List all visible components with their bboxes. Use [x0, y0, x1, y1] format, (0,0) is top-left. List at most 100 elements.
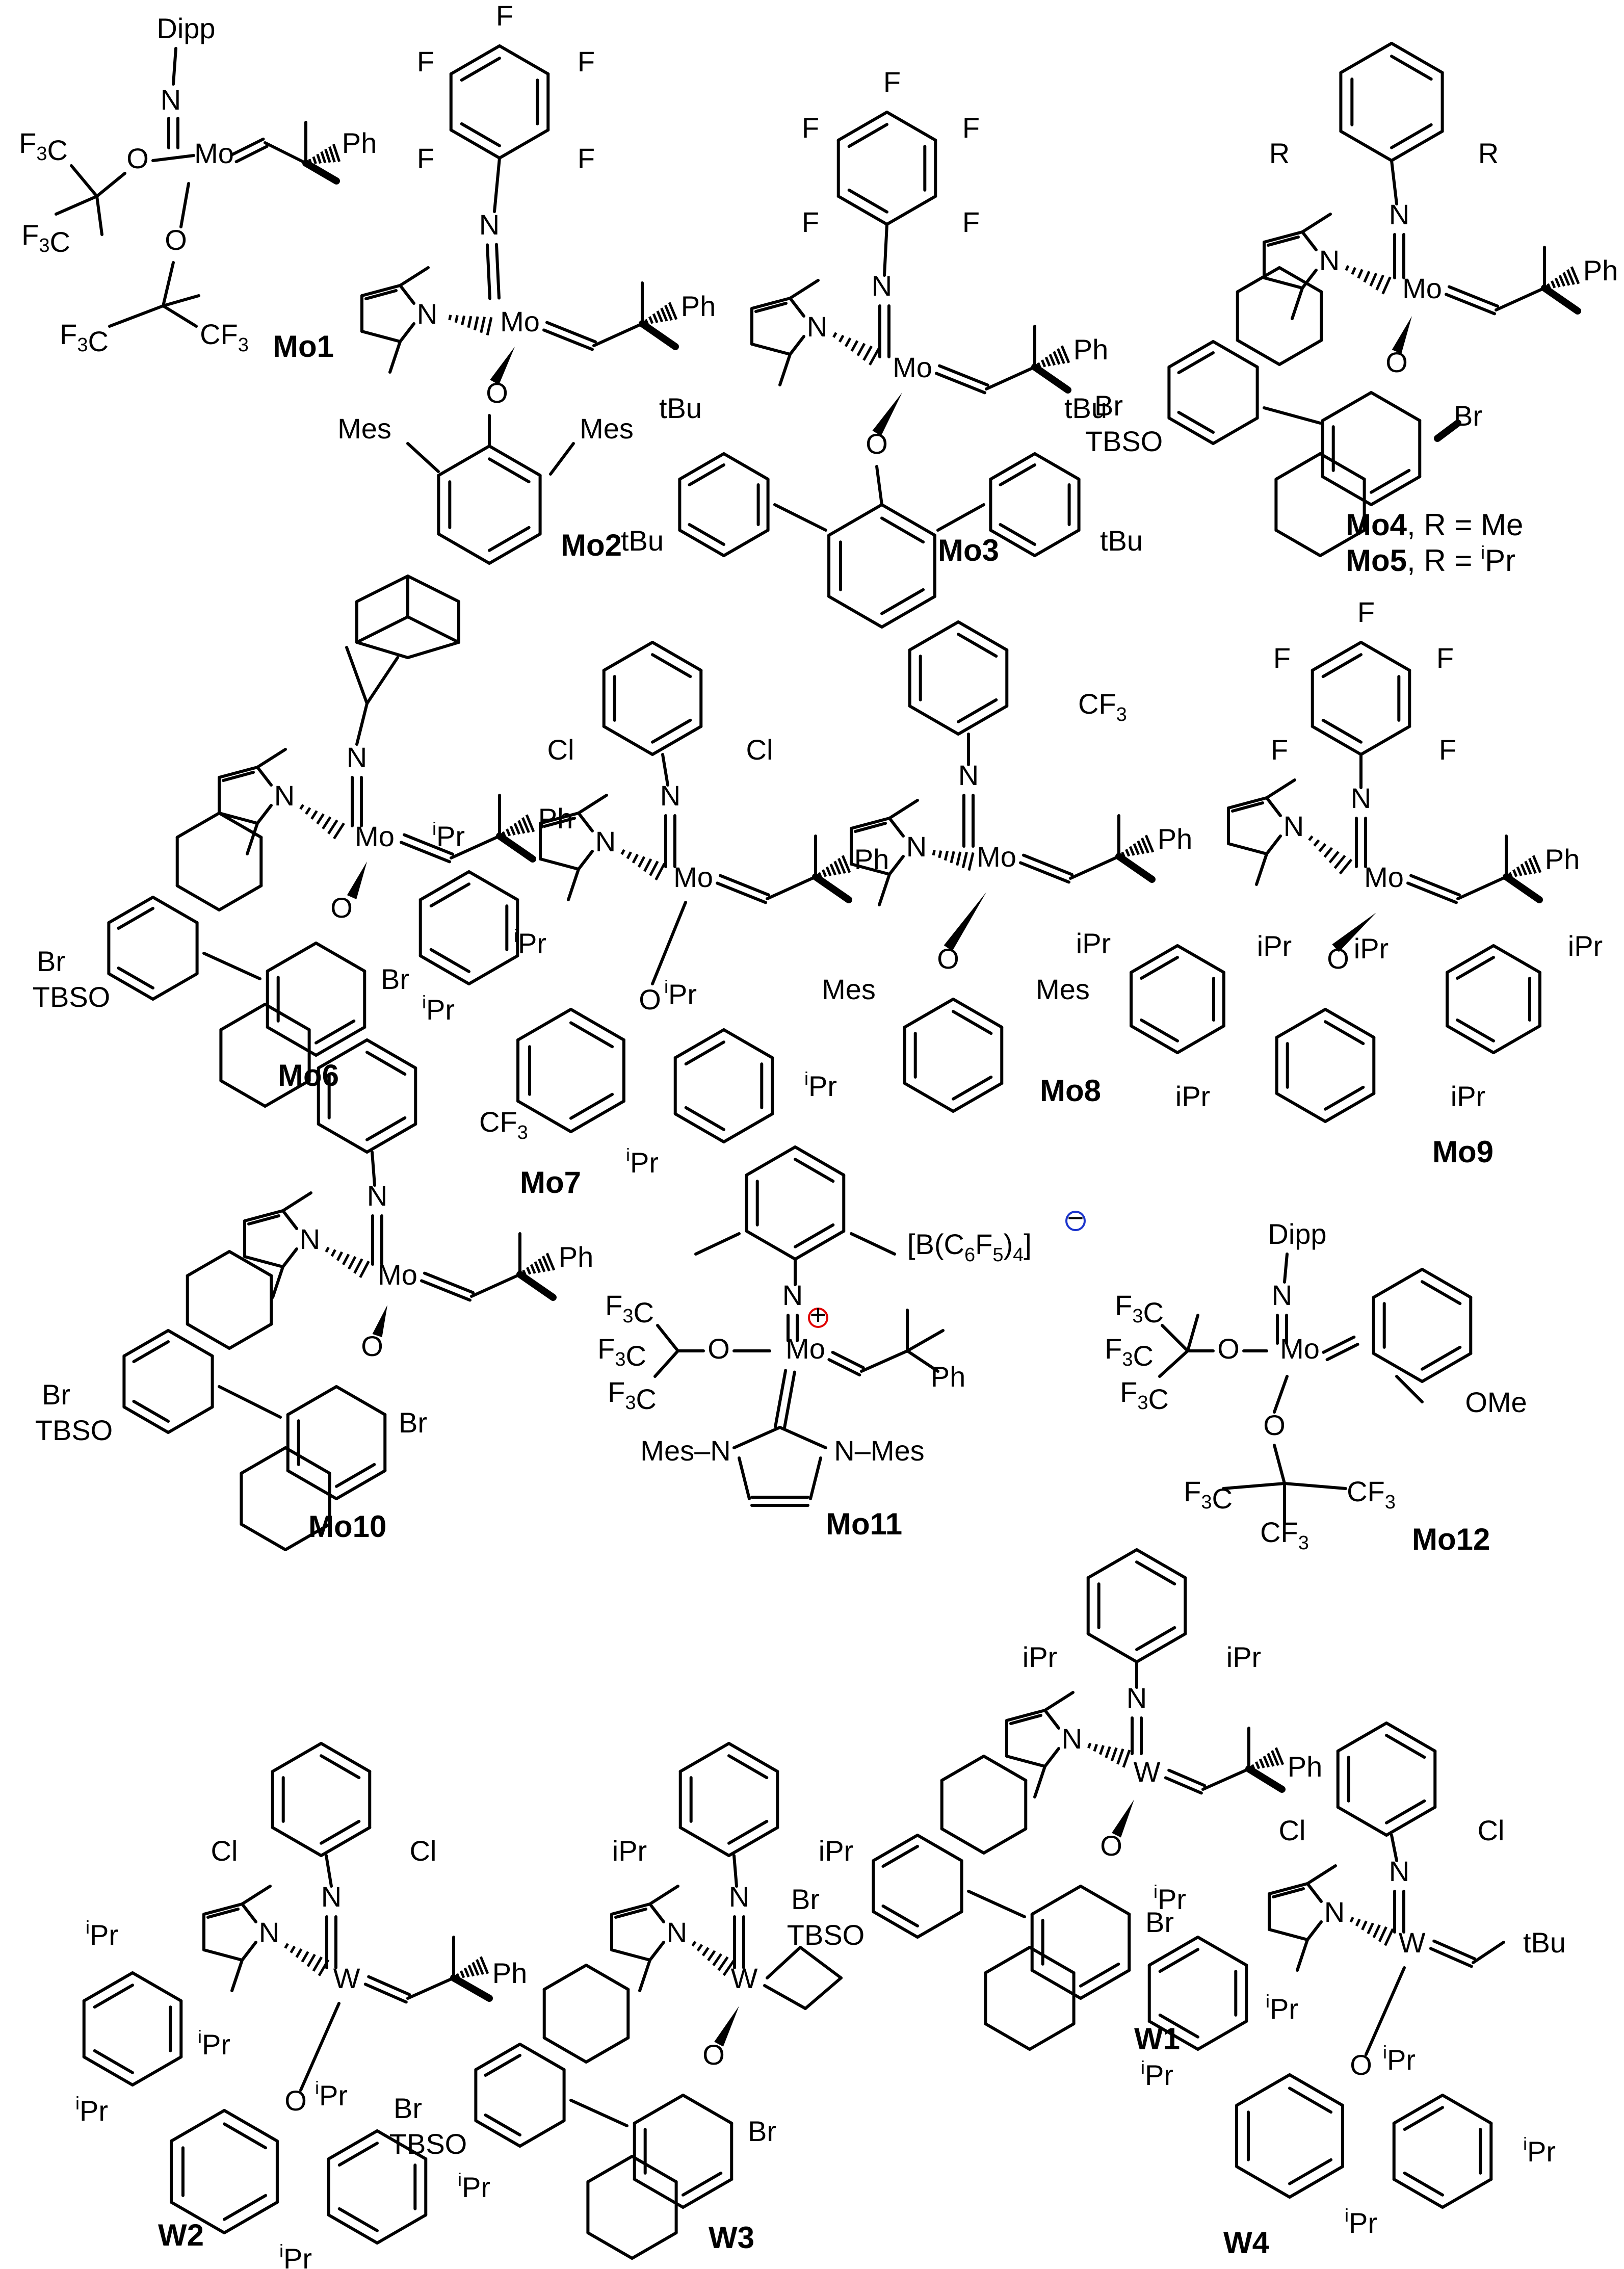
bond-154	[1390, 55, 1433, 81]
bond-757	[763, 1984, 807, 2010]
atom-label: tBu	[659, 392, 702, 424]
wedge-bond-116	[872, 393, 902, 436]
f: F	[1115, 1289, 1132, 1321]
atom-label: F	[1273, 642, 1291, 674]
bond-452	[1140, 956, 1179, 980]
bond-739	[610, 1902, 651, 1916]
bond-517	[122, 1329, 170, 1358]
bond-350	[957, 698, 998, 723]
bond-181	[1554, 277, 1561, 288]
bond-183	[1562, 272, 1570, 286]
bond-63	[668, 302, 678, 320]
atom-label: TBSO	[787, 1919, 865, 1951]
cf3-group: CF3	[479, 1106, 528, 1143]
label-part: CF	[1260, 1516, 1298, 1548]
bond-341	[673, 1112, 725, 1143]
bond-119	[827, 595, 883, 629]
bond-187	[1370, 475, 1422, 506]
compound-id: W3	[709, 2221, 754, 2255]
bond-344	[673, 1028, 725, 1059]
bond-715	[131, 1971, 183, 2002]
label-part: i	[75, 2093, 80, 2114]
bond-81	[836, 111, 888, 142]
bond-298	[577, 850, 594, 871]
label-part: tBu	[621, 525, 664, 557]
atom-label: W	[1134, 1756, 1161, 1788]
anion-charge-circle	[1065, 1211, 1086, 1231]
bond-62	[664, 304, 673, 321]
bond-46	[454, 315, 459, 323]
bond-451	[1130, 944, 1179, 974]
bond-319	[837, 857, 846, 874]
bond-137	[1033, 529, 1081, 557]
bond-354	[908, 620, 960, 651]
bond-784	[586, 2155, 634, 2183]
bond-173	[1381, 276, 1392, 295]
bond-164	[1267, 236, 1300, 247]
bond-706	[223, 2109, 279, 2143]
bond-677	[206, 1908, 240, 1919]
label-part: Dipp	[1268, 1218, 1326, 1250]
bond-96	[778, 353, 792, 386]
label-part: N	[807, 310, 827, 343]
label-part: Cl	[410, 1835, 437, 1867]
bond-496	[516, 1271, 557, 1301]
atom-label: Br	[1145, 1906, 1174, 1938]
bond-222	[355, 702, 369, 746]
atom-label: F	[962, 112, 980, 144]
label-part: TBSO	[389, 2128, 467, 2160]
bond-619	[1167, 1768, 1207, 1787]
label-part: Mo	[785, 1333, 825, 1365]
bond-843	[1441, 2094, 1493, 2125]
label-part: Cl	[746, 734, 773, 766]
label-part: N	[595, 825, 616, 857]
bond-432	[1516, 866, 1523, 876]
label-part: Pr	[808, 1070, 837, 1102]
bond-518	[132, 1340, 170, 1363]
bond-400	[1321, 718, 1363, 744]
bond-345	[684, 1040, 725, 1066]
c-letter: C	[1148, 1383, 1168, 1415]
bond-171	[1369, 273, 1378, 287]
bond-688	[367, 1975, 411, 1996]
bond-266	[117, 907, 154, 930]
bond-276	[219, 1079, 267, 1108]
bond-113	[1053, 351, 1061, 365]
bond-267	[151, 896, 199, 924]
compound-label-Mo8: Mo8	[1040, 1074, 1101, 1108]
bond-235	[310, 810, 318, 820]
label-part: Cl	[1279, 1814, 1306, 1846]
atom-label: tBu	[621, 525, 664, 557]
atom-label: Mes–N	[640, 1435, 730, 1467]
label-part: Br	[37, 945, 65, 977]
bond-485	[325, 1246, 330, 1253]
atom-label: Ph	[559, 1241, 594, 1273]
atom-label: Mo	[378, 1259, 417, 1291]
bond-396	[952, 1010, 993, 1035]
bond-543	[694, 1232, 741, 1256]
atom-label: Cl	[746, 734, 773, 766]
bond-161	[1263, 276, 1304, 290]
bond-383	[1129, 846, 1135, 856]
label-part: W	[1399, 1926, 1426, 1959]
bond-662	[271, 1826, 323, 1857]
bond-342	[684, 1106, 725, 1131]
bond-131	[678, 452, 725, 481]
label-part: N	[274, 779, 295, 812]
atom-label: N	[1127, 1682, 1147, 1714]
bond-819	[1288, 2165, 1344, 2199]
bond-238	[327, 819, 338, 834]
three: 3	[1122, 1349, 1133, 1370]
borate-part: 5	[992, 1244, 1003, 1266]
label-part: tBu	[1100, 525, 1143, 557]
bond-484	[271, 1265, 284, 1299]
bond-14	[231, 137, 265, 156]
bond-336	[429, 882, 470, 908]
bond-324	[516, 1100, 572, 1133]
bond-530	[240, 1446, 287, 1475]
bond-417	[1255, 852, 1268, 886]
compound-label-Mo11: Mo11	[826, 1507, 902, 1541]
c-letter: C	[88, 325, 108, 357]
three: 3	[1132, 1306, 1143, 1327]
bond-651	[982, 1755, 1028, 1782]
